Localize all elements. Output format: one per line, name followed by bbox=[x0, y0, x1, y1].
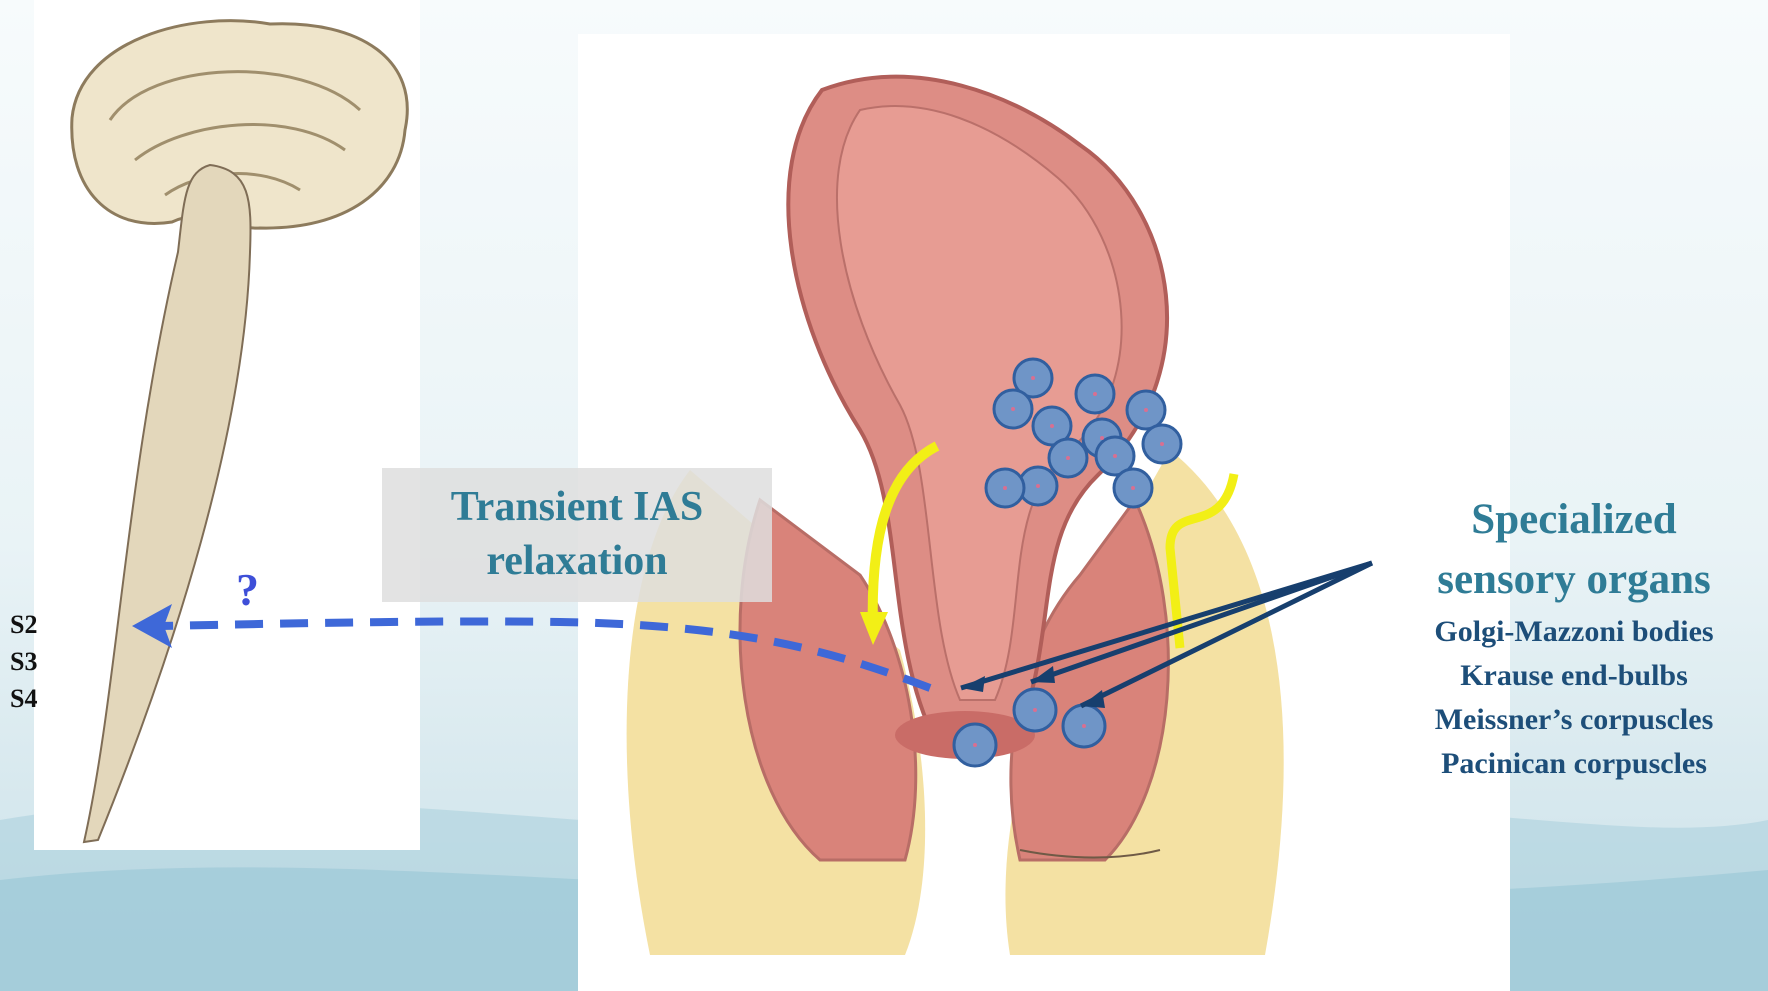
spinal-level-s2: S2 bbox=[10, 606, 37, 643]
sensory-item-1: Golgi-Mazzoni bodies bbox=[1384, 610, 1764, 654]
spinal-cord bbox=[84, 165, 251, 842]
ias-line-2: relaxation bbox=[382, 534, 772, 588]
sensory-item-3: Meissner’s corpuscles bbox=[1384, 698, 1764, 742]
ias-line-1: Transient IAS bbox=[382, 480, 772, 534]
sensory-item-4: Pacinican corpuscles bbox=[1384, 742, 1764, 786]
spinal-level-s3: S3 bbox=[10, 643, 37, 680]
question-mark: ? bbox=[236, 563, 259, 616]
ias-label: Transient IAS relaxation bbox=[382, 480, 772, 588]
sensory-title-1: Specialized bbox=[1384, 490, 1764, 550]
spinal-level-s4: S4 bbox=[10, 680, 37, 717]
sensory-item-2: Krause end-bulbs bbox=[1384, 654, 1764, 698]
spinal-levels: S2 S3 S4 bbox=[10, 606, 37, 717]
sensory-title-2: sensory organs bbox=[1384, 550, 1764, 610]
sensory-organs-label: Specialized sensory organs Golgi-Mazzoni… bbox=[1384, 490, 1764, 786]
